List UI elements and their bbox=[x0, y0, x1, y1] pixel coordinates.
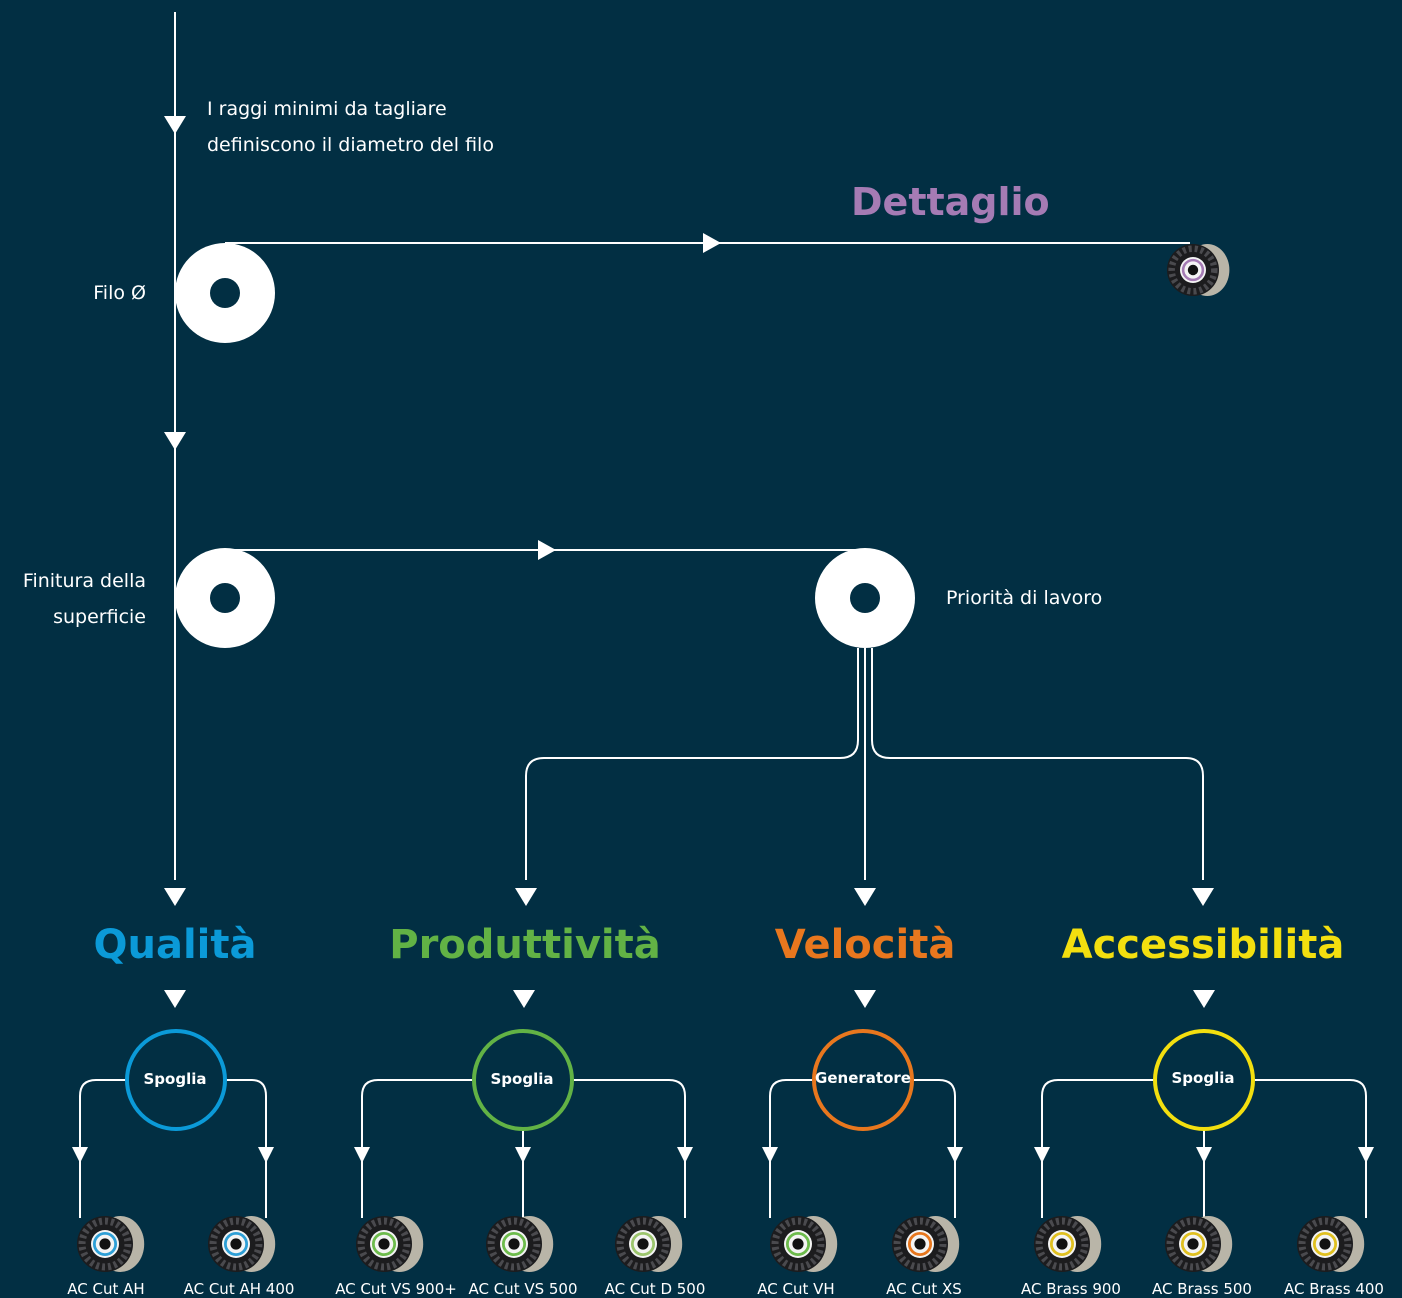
arrow-right bbox=[538, 540, 556, 560]
arrow-down bbox=[854, 888, 876, 906]
product-ac-cut-d-500: AC Cut D 500 bbox=[604, 1280, 706, 1298]
detail-spool bbox=[1167, 244, 1230, 296]
circle-label-accessibilita: Spoglia bbox=[1171, 1069, 1235, 1087]
arrow-down bbox=[1192, 888, 1214, 906]
product-spool bbox=[615, 1216, 683, 1272]
category-circle bbox=[1153, 1029, 1255, 1131]
product-ac-cut-xs: AC Cut XS bbox=[886, 1280, 962, 1298]
finish-label-line-2: superficie bbox=[53, 606, 146, 628]
arrow-down bbox=[354, 1147, 370, 1163]
connector-lines bbox=[79, 12, 1367, 1218]
circle-label-velocita: Generatore bbox=[815, 1069, 911, 1087]
category-qualita: Qualità bbox=[93, 922, 257, 968]
product-spool bbox=[1165, 1216, 1233, 1272]
arrow-down bbox=[515, 888, 537, 906]
category-produttivita: Produttività bbox=[389, 922, 661, 968]
arrow-down bbox=[515, 1147, 531, 1163]
product-spool bbox=[208, 1216, 276, 1272]
category-circle bbox=[125, 1029, 227, 1131]
arrow-down bbox=[854, 990, 876, 1008]
arrow-down bbox=[1193, 990, 1215, 1008]
arrow-down bbox=[72, 1147, 88, 1163]
decision-nodes bbox=[175, 243, 915, 648]
category-circle bbox=[812, 1029, 914, 1131]
arrow-down bbox=[513, 990, 535, 1008]
product-spool bbox=[77, 1216, 145, 1272]
circle-label-qualita: Spoglia bbox=[143, 1070, 207, 1088]
product-spool bbox=[356, 1216, 424, 1272]
top-note-line-2: definiscono il diametro del filo bbox=[207, 134, 494, 156]
finish-label-line-1: Finitura della bbox=[22, 570, 146, 592]
product-ac-brass-400: AC Brass 400 bbox=[1284, 1280, 1384, 1298]
product-spool bbox=[1297, 1216, 1365, 1272]
arrow-down bbox=[164, 116, 186, 134]
arrow-down bbox=[677, 1147, 693, 1163]
finitura-node-hole bbox=[210, 583, 240, 613]
priority-label: Priorità di lavoro bbox=[946, 587, 1103, 609]
arrow-down bbox=[1358, 1147, 1374, 1163]
arrow-down bbox=[164, 432, 186, 450]
detail-title: Dettaglio bbox=[851, 180, 1050, 224]
product-ac-cut-vh: AC Cut VH bbox=[757, 1280, 835, 1298]
product-ac-cut-vs-900plus: AC Cut VS 900+ bbox=[335, 1280, 457, 1298]
product-spool bbox=[486, 1216, 554, 1272]
product-ac-cut-ah-400: AC Cut AH 400 bbox=[183, 1280, 295, 1298]
arrow-right bbox=[703, 233, 721, 253]
arrow-down bbox=[258, 1147, 274, 1163]
product-ac-cut-vs-500: AC Cut VS 500 bbox=[468, 1280, 578, 1298]
arrow-down bbox=[762, 1147, 778, 1163]
arrow-down bbox=[1034, 1147, 1050, 1163]
filo-label: Filo Ø bbox=[93, 282, 146, 304]
category-accessibilita: Accessibilità bbox=[1061, 922, 1345, 968]
priorita-node-hole bbox=[850, 583, 880, 613]
arrow-down bbox=[164, 990, 186, 1008]
category-circles bbox=[125, 1029, 1255, 1131]
arrow-down bbox=[164, 888, 186, 906]
product-ac-cut-ah: AC Cut AH bbox=[67, 1280, 145, 1298]
filo-node-hole bbox=[210, 278, 240, 308]
circle-label-produttivita: Spoglia bbox=[490, 1070, 554, 1088]
category-velocita: Velocità bbox=[774, 922, 956, 968]
product-spool bbox=[1034, 1216, 1102, 1272]
product-ac-brass-900: AC Brass 900 bbox=[1021, 1280, 1121, 1298]
wire-spools bbox=[77, 244, 1365, 1272]
product-spool bbox=[892, 1216, 960, 1272]
arrowheads bbox=[72, 116, 1374, 1163]
product-ac-brass-500: AC Brass 500 bbox=[1152, 1280, 1252, 1298]
category-circle bbox=[472, 1029, 574, 1131]
arrow-down bbox=[947, 1147, 963, 1163]
top-note-line-1: I raggi minimi da tagliare bbox=[207, 98, 447, 120]
product-spool bbox=[770, 1216, 838, 1272]
arrow-down bbox=[1196, 1147, 1212, 1163]
